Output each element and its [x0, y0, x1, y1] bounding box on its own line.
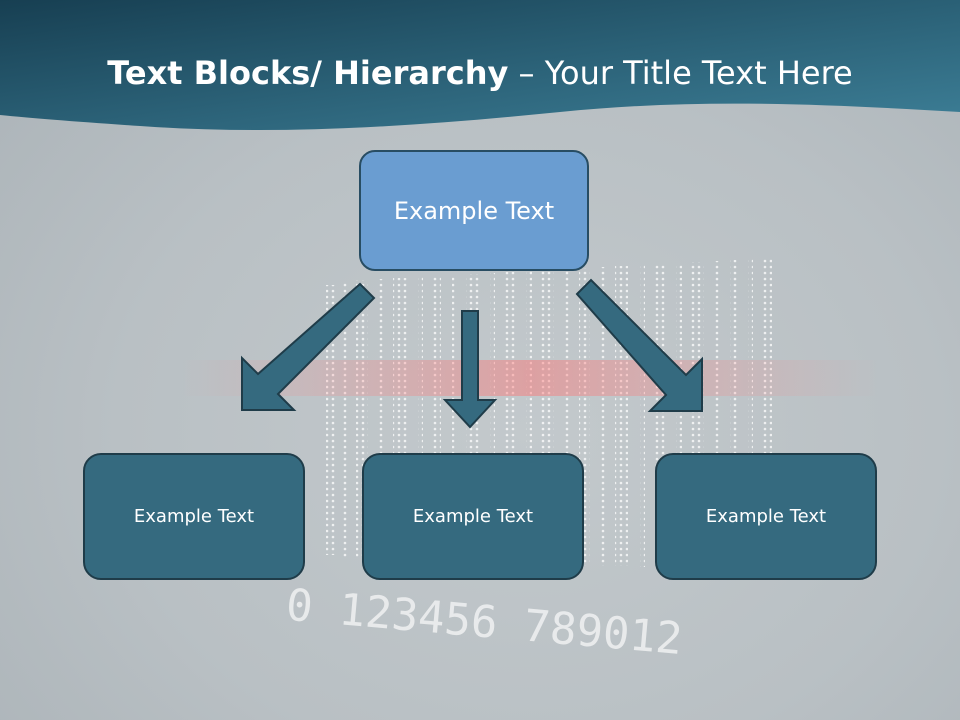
page-title: Text Blocks/ Hierarchy – Your Title Text… — [0, 54, 960, 92]
child-box-right: Example Text — [655, 453, 877, 580]
title-dash: – — [508, 54, 545, 92]
title-banner — [0, 0, 960, 131]
title-rest: Your Title Text Here — [544, 54, 853, 92]
child-box-middle: Example Text — [362, 453, 584, 580]
arrow-right — [575, 278, 703, 412]
arrow-middle — [442, 310, 498, 429]
title-bold: Text Blocks/ Hierarchy — [107, 54, 509, 92]
arrow-left — [241, 282, 376, 411]
top-box: Example Text — [359, 150, 589, 271]
child-box-left: Example Text — [83, 453, 305, 580]
